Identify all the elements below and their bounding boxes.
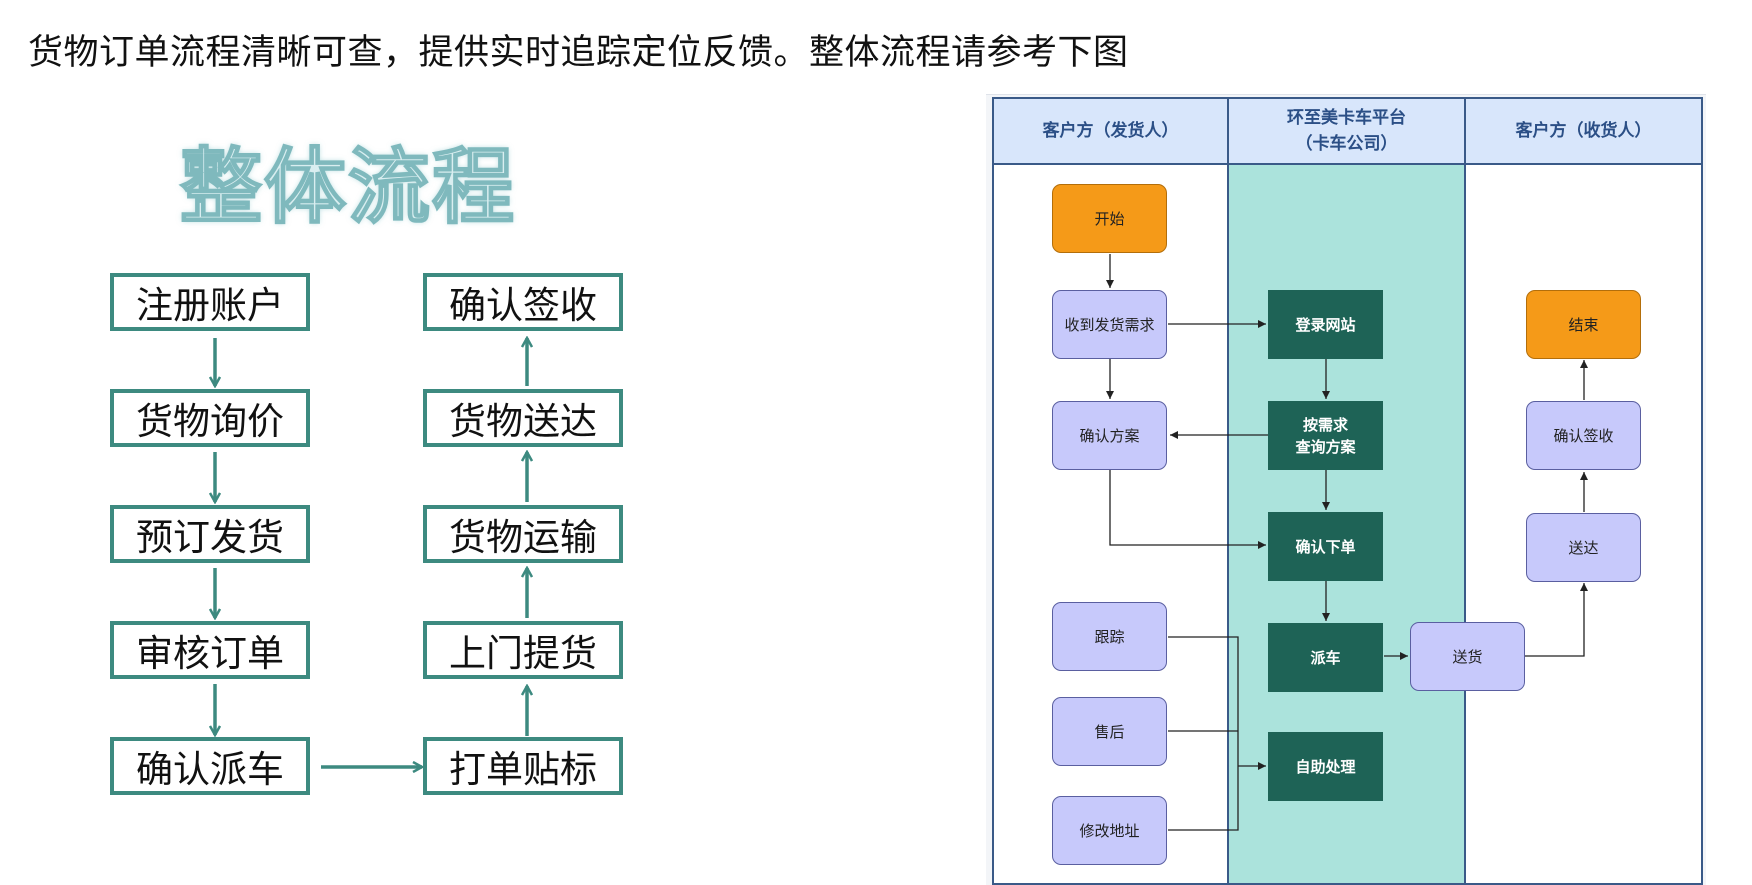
node-login-website: 登录网站 <box>1268 290 1383 359</box>
node-modify-address: 修改地址 <box>1052 796 1167 865</box>
step-confirm-dispatch: 确认派车 <box>110 737 310 795</box>
step-book-shipment: 预订发货 <box>110 505 310 563</box>
lane-header-platform-line2: （卡车公司） <box>1295 134 1398 154</box>
overall-process-title: 整体流程 <box>179 139 517 236</box>
node-dispatch-truck: 派车 <box>1268 623 1383 692</box>
node-sign-receipt: 确认签收 <box>1526 401 1641 470</box>
node-arrive: 送达 <box>1526 513 1641 582</box>
node-after-sales: 售后 <box>1052 697 1167 766</box>
lane-header-shipper-label: 客户方（发货人） <box>1042 121 1179 141</box>
step-door-pickup: 上门提货 <box>423 621 623 679</box>
lane-header-receiver-label: 客户方（收货人） <box>1515 121 1652 141</box>
node-confirm-plan: 确认方案 <box>1052 401 1167 470</box>
node-receive-request: 收到发货需求 <box>1052 290 1167 359</box>
step-register-account: 注册账户 <box>110 273 310 331</box>
step-review-order: 审核订单 <box>110 621 310 679</box>
node-track: 跟踪 <box>1052 602 1167 671</box>
step-cargo-inquiry: 货物询价 <box>110 389 310 447</box>
lane-header-receiver: 客户方（收货人） <box>1466 97 1703 165</box>
page-headline: 货物订单流程清晰可查，提供实时追踪定位反馈。整体流程请参考下图 <box>28 33 1129 73</box>
step-confirm-receipt: 确认签收 <box>423 273 623 331</box>
step-cargo-delivered: 货物送达 <box>423 389 623 447</box>
node-query-plan-line1: 按需求 <box>1302 415 1348 434</box>
node-start: 开始 <box>1052 184 1167 253</box>
node-deliver: 送货 <box>1410 622 1525 691</box>
lane-header-platform-line1: 环至美卡车平台 <box>1287 108 1406 128</box>
step-cargo-transport: 货物运输 <box>423 505 623 563</box>
lane-header-platform: 环至美卡车平台 （卡车公司） <box>1229 97 1466 165</box>
node-confirm-order: 确认下单 <box>1268 512 1383 581</box>
step-print-label: 打单贴标 <box>423 737 623 795</box>
node-query-plan-line2: 查询方案 <box>1295 437 1356 456</box>
node-query-plan: 按需求 查询方案 <box>1268 401 1383 470</box>
node-self-service: 自助处理 <box>1268 732 1383 801</box>
node-end: 结束 <box>1526 290 1641 359</box>
lane-header-shipper: 客户方（发货人） <box>992 97 1229 165</box>
